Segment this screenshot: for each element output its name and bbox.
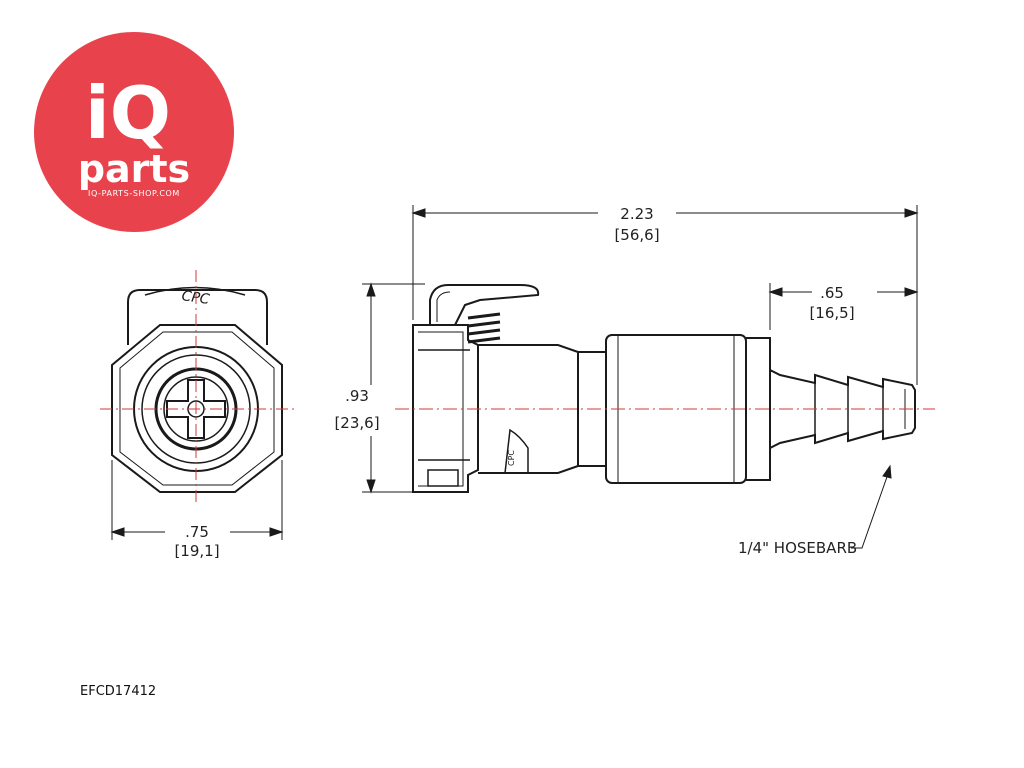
logo-circle: [34, 32, 234, 232]
logo-brand-bottom: parts: [78, 147, 190, 191]
front-latch-ridge: [144, 286, 246, 296]
side-hose-barb: [769, 368, 916, 450]
front-width-dimension: [110, 460, 284, 540]
hosebarb-callout: 1/4" HOSEBARB: [738, 539, 857, 557]
front-width-mm: [19,1]: [174, 542, 219, 560]
front-valve-cross: [166, 379, 226, 439]
front-latch-tab: [127, 289, 268, 345]
side-length-in: 2.23: [620, 205, 653, 223]
side-emboss-text: CPC: [507, 450, 516, 466]
side-rating-emboss: [504, 428, 529, 474]
front-view: CPC: [111, 286, 283, 493]
front-hex-inner: [119, 331, 275, 486]
part-code: EFCD17412: [80, 684, 156, 699]
side-height-in: .93: [345, 387, 369, 405]
side-length-dimension: [411, 205, 919, 385]
side-thumb-latch: [429, 284, 540, 326]
logo-brand-top: iQ: [85, 71, 171, 155]
iq-parts-logo: iQ parts IQ-PARTS-SHOP.COM: [34, 32, 234, 232]
side-barb-mm: [16,5]: [809, 304, 854, 322]
front-centerlines: [100, 270, 298, 505]
side-barb-in: .65: [820, 284, 844, 302]
hosebarb-leader: [851, 464, 892, 549]
side-barb-dimension: [768, 283, 919, 330]
side-height-dimension: [362, 282, 425, 494]
side-latch-spring: [467, 312, 501, 344]
front-hex-body: [111, 324, 283, 493]
logo-site: IQ-PARTS-SHOP.COM: [88, 189, 180, 198]
side-latch-slot: [427, 469, 459, 487]
side-height-mm: [23,6]: [334, 414, 379, 432]
side-coupling-nose: [412, 324, 479, 493]
front-width-in: .75: [185, 523, 209, 541]
side-length-mm: [56,6]: [614, 226, 659, 244]
